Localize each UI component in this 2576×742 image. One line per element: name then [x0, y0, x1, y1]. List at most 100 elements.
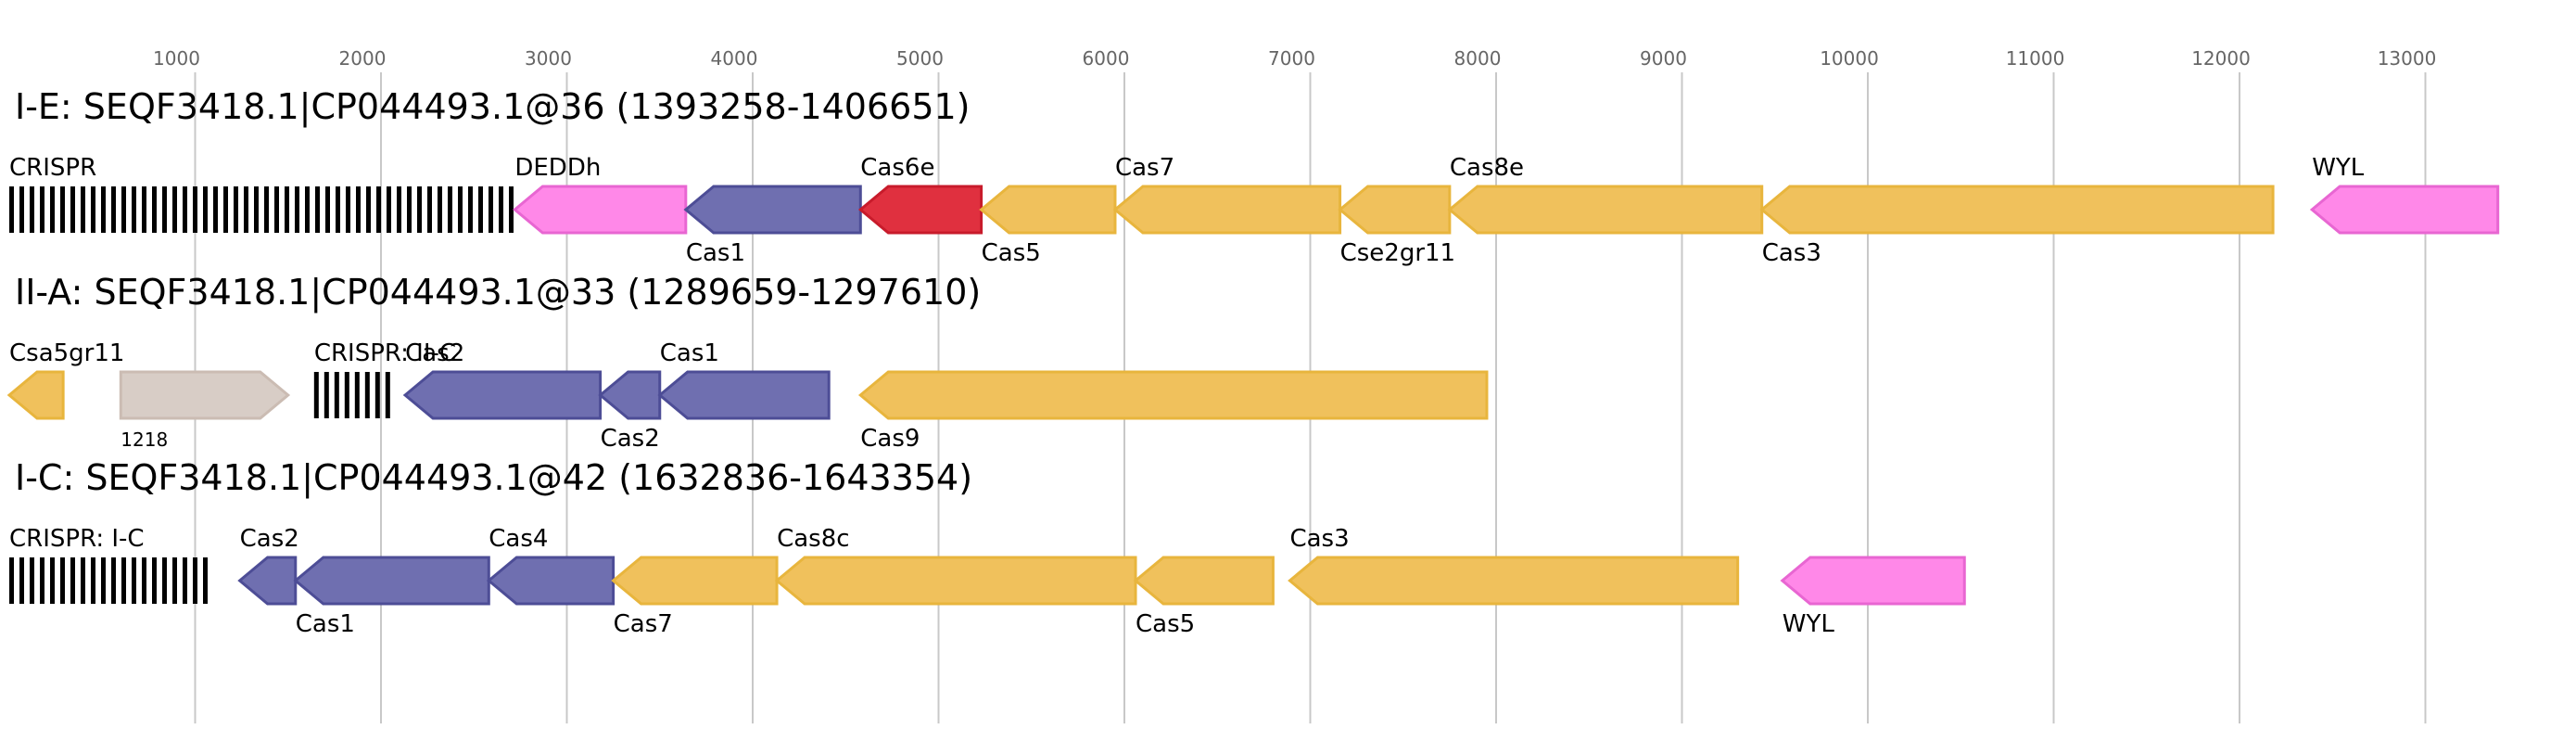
crispr-repeat [315, 186, 320, 233]
crispr-repeat [132, 186, 136, 233]
gene-label: Cas8e [1450, 154, 1524, 182]
crispr-repeat [427, 186, 432, 233]
crispr-repeat [50, 186, 55, 233]
crispr-repeat [213, 186, 218, 233]
crispr-repeat [81, 186, 85, 233]
gene-label: Cas2 [240, 525, 299, 553]
track: I-C: SEQF3418.1|CP044493.1@42 (1632836-1… [9, 457, 1966, 638]
gene-arrow [1780, 556, 1966, 606]
gene-arrow [2309, 185, 2500, 235]
crispr-array: CRISPR: II-C [313, 339, 456, 418]
crispr-repeat [234, 186, 238, 233]
crispr-repeat [91, 557, 95, 604]
tick-label: 7000 [1268, 47, 1315, 70]
track: I-E: SEQF3418.1|CP044493.1@36 (1393258-1… [9, 86, 2500, 267]
crispr-repeat [336, 186, 340, 233]
gene-arrow [1133, 556, 1275, 606]
crispr-repeat [60, 186, 65, 233]
tick-label: 5000 [896, 47, 944, 70]
crispr-repeat [91, 186, 95, 233]
gene-label: Cas6e [860, 154, 934, 182]
crispr-repeat [334, 372, 339, 418]
tick-label: 8000 [1454, 47, 1502, 70]
crispr-repeat [9, 186, 14, 233]
crispr-repeat [30, 186, 34, 233]
crispr-repeat [344, 372, 349, 418]
crispr-repeat [152, 186, 157, 233]
gene-arrow [293, 556, 490, 606]
crispr-repeat [364, 372, 370, 418]
crispr-label: CRISPR: I-C [9, 525, 145, 553]
gene-label: Cas5 [1136, 610, 1195, 638]
crispr-repeat [499, 186, 503, 233]
crispr-repeat [142, 186, 146, 233]
gene-arrow [657, 370, 831, 420]
crispr-repeat [385, 372, 390, 418]
gene-arrow [1759, 185, 2275, 235]
gene-arrow [857, 185, 983, 235]
crispr-repeat [111, 557, 116, 604]
gene-arrow [979, 185, 1117, 235]
tracks: I-E: SEQF3418.1|CP044493.1@36 (1393258-1… [6, 86, 2500, 638]
crispr-repeat [121, 186, 126, 233]
crispr-repeat [468, 186, 473, 233]
gene-arrow [1447, 185, 1764, 235]
gene-arrow [6, 370, 65, 420]
crispr-repeat [121, 557, 126, 604]
crispr-repeat [356, 186, 361, 233]
crispr-label: CRISPR [9, 154, 96, 182]
crispr-repeat [203, 186, 208, 233]
gene-label: Cas3 [1762, 239, 1821, 267]
crispr-repeat [101, 557, 106, 604]
crispr-repeat [70, 186, 75, 233]
crispr-repeat [244, 186, 248, 233]
crispr-array: CRISPR [9, 154, 514, 233]
crispr-repeat [254, 186, 259, 233]
gene-label: Cas2 [601, 425, 660, 453]
crispr-repeat [478, 186, 483, 233]
gene-label: Cas1 [686, 239, 745, 267]
gene-arrow [513, 185, 688, 235]
gene-arrow [402, 370, 603, 420]
crispr-repeat [40, 557, 44, 604]
tick-label: 3000 [525, 47, 572, 70]
gene-label: Cas8c [777, 525, 849, 553]
crispr-repeat [509, 186, 514, 233]
gene-label: Cas5 [982, 239, 1041, 267]
crispr-repeat [60, 557, 65, 604]
crispr-repeat [19, 186, 24, 233]
crispr-repeat [489, 186, 493, 233]
crispr-repeat [101, 186, 106, 233]
track-title: II-A: SEQF3418.1|CP044493.1@33 (1289659-… [15, 272, 981, 313]
crispr-repeat [132, 557, 136, 604]
crispr-repeat [183, 186, 187, 233]
crispr-repeat [111, 186, 116, 233]
tick-label: 13000 [2378, 47, 2437, 70]
crispr-repeat [193, 186, 197, 233]
tick-label: 11000 [2006, 47, 2065, 70]
tick-label: 2000 [339, 47, 387, 70]
crispr-repeat [183, 557, 187, 604]
crispr-repeat [142, 557, 146, 604]
gene-label: WYL [1783, 610, 1835, 638]
crispr-repeat [50, 557, 55, 604]
crispr-repeat [376, 186, 381, 233]
gene-arrow [598, 370, 662, 420]
crispr-repeat [346, 186, 350, 233]
gene-label: Cse2gr11 [1340, 239, 1456, 267]
gene-label: Cas7 [1115, 154, 1174, 182]
gene-arrow [683, 185, 862, 235]
crispr-repeat [162, 557, 167, 604]
crispr-repeat [354, 372, 360, 418]
crispr-repeat [324, 372, 329, 418]
crispr-label: CRISPR: II-C [314, 339, 456, 367]
crispr-repeat [152, 557, 157, 604]
tick-label: 12000 [2191, 47, 2251, 70]
crispr-repeat [397, 186, 401, 233]
tick-label: 10000 [1820, 47, 1879, 70]
crispr-repeat [407, 186, 412, 233]
crispr-repeat [172, 186, 177, 233]
crispr-repeat [305, 186, 310, 233]
crispr-repeat [458, 186, 463, 233]
gene-label: Cas9 [860, 425, 920, 453]
